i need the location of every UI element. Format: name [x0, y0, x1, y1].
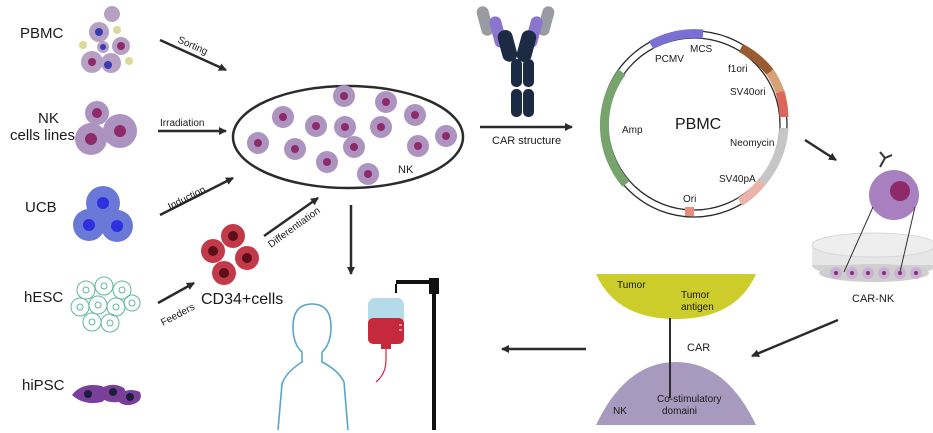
nk-pool-cells: [247, 85, 457, 185]
iv-stand-icon: [395, 278, 439, 430]
feeders-arrow: [157, 281, 195, 305]
costim-label-2: domaini: [662, 406, 697, 417]
culture-dish-icon: [811, 206, 933, 282]
plasmid-title: PBMC: [675, 116, 721, 133]
car-nk-label: CAR-NK: [852, 293, 895, 305]
tumor-shape: [596, 274, 756, 319]
feeders-label: Feeders: [159, 302, 197, 329]
induction-arrow: [159, 176, 234, 217]
differentiation-arrow: [263, 196, 319, 238]
plasmid-ori-label: Ori: [683, 194, 696, 205]
ucb-source-label: UCB: [25, 199, 57, 216]
car-structure-antibody-icon: [476, 6, 555, 117]
hipsc-cells-icon: [72, 384, 141, 406]
plasmid-neomycin-label: Neomycin: [730, 138, 774, 149]
induction-label: Induction: [166, 184, 207, 212]
cd34-label: CD34+cells: [201, 291, 283, 308]
tumor-label: Tumor: [617, 280, 646, 291]
car-nk-cell-icon: [869, 151, 919, 220]
nk-synapse-label: NK: [613, 406, 627, 417]
car-nk-to-synapse-arrow: [751, 318, 839, 358]
plasmid-pcmv-label: PCMV: [655, 54, 684, 65]
plasmid-sv40ori-label: SV40ori: [730, 87, 766, 98]
costim-label-1: Co-stimulatory: [657, 394, 721, 405]
ucb-cells-icon: [73, 186, 133, 242]
nk-lines-label-2: cells lines: [10, 127, 75, 144]
pbmc-source-label: PBMC: [20, 25, 64, 42]
iv-bag-icon: [368, 298, 404, 383]
plasmid-mcs-label: MCS: [690, 44, 713, 55]
plasmid-sv40pa-label: SV40pA: [719, 174, 756, 185]
nk-lines-label-1: NK: [38, 110, 59, 127]
nk-pool-label: NK: [398, 164, 414, 176]
hesc-cells-icon: [70, 276, 141, 333]
sorting-arrow: [159, 38, 227, 72]
plasmid-to-cell-arrow: [804, 138, 837, 162]
cd34-cells-icon: [201, 224, 259, 285]
patient-icon: [277, 303, 349, 431]
plasmid-map: [599, 29, 789, 218]
hesc-source-label: hESC: [24, 289, 63, 306]
irradiation-label: Irradiation: [160, 118, 204, 129]
car-label: CAR: [687, 342, 710, 354]
tumor-antigen-label-2: antigen: [681, 302, 714, 313]
hipsc-source-label: hiPSC: [22, 377, 65, 394]
nk-cell-lines-icon: [75, 101, 137, 155]
plasmid-amp-label: Amp: [622, 125, 643, 136]
car-structure-label: CAR structure: [492, 135, 561, 147]
plasmid-f1ori-label: f1ori: [728, 64, 747, 75]
tumor-antigen-label-1: Tumor: [681, 290, 710, 301]
nk-cell-shape: [596, 362, 756, 425]
pbmc-cells-icon: [79, 6, 133, 73]
